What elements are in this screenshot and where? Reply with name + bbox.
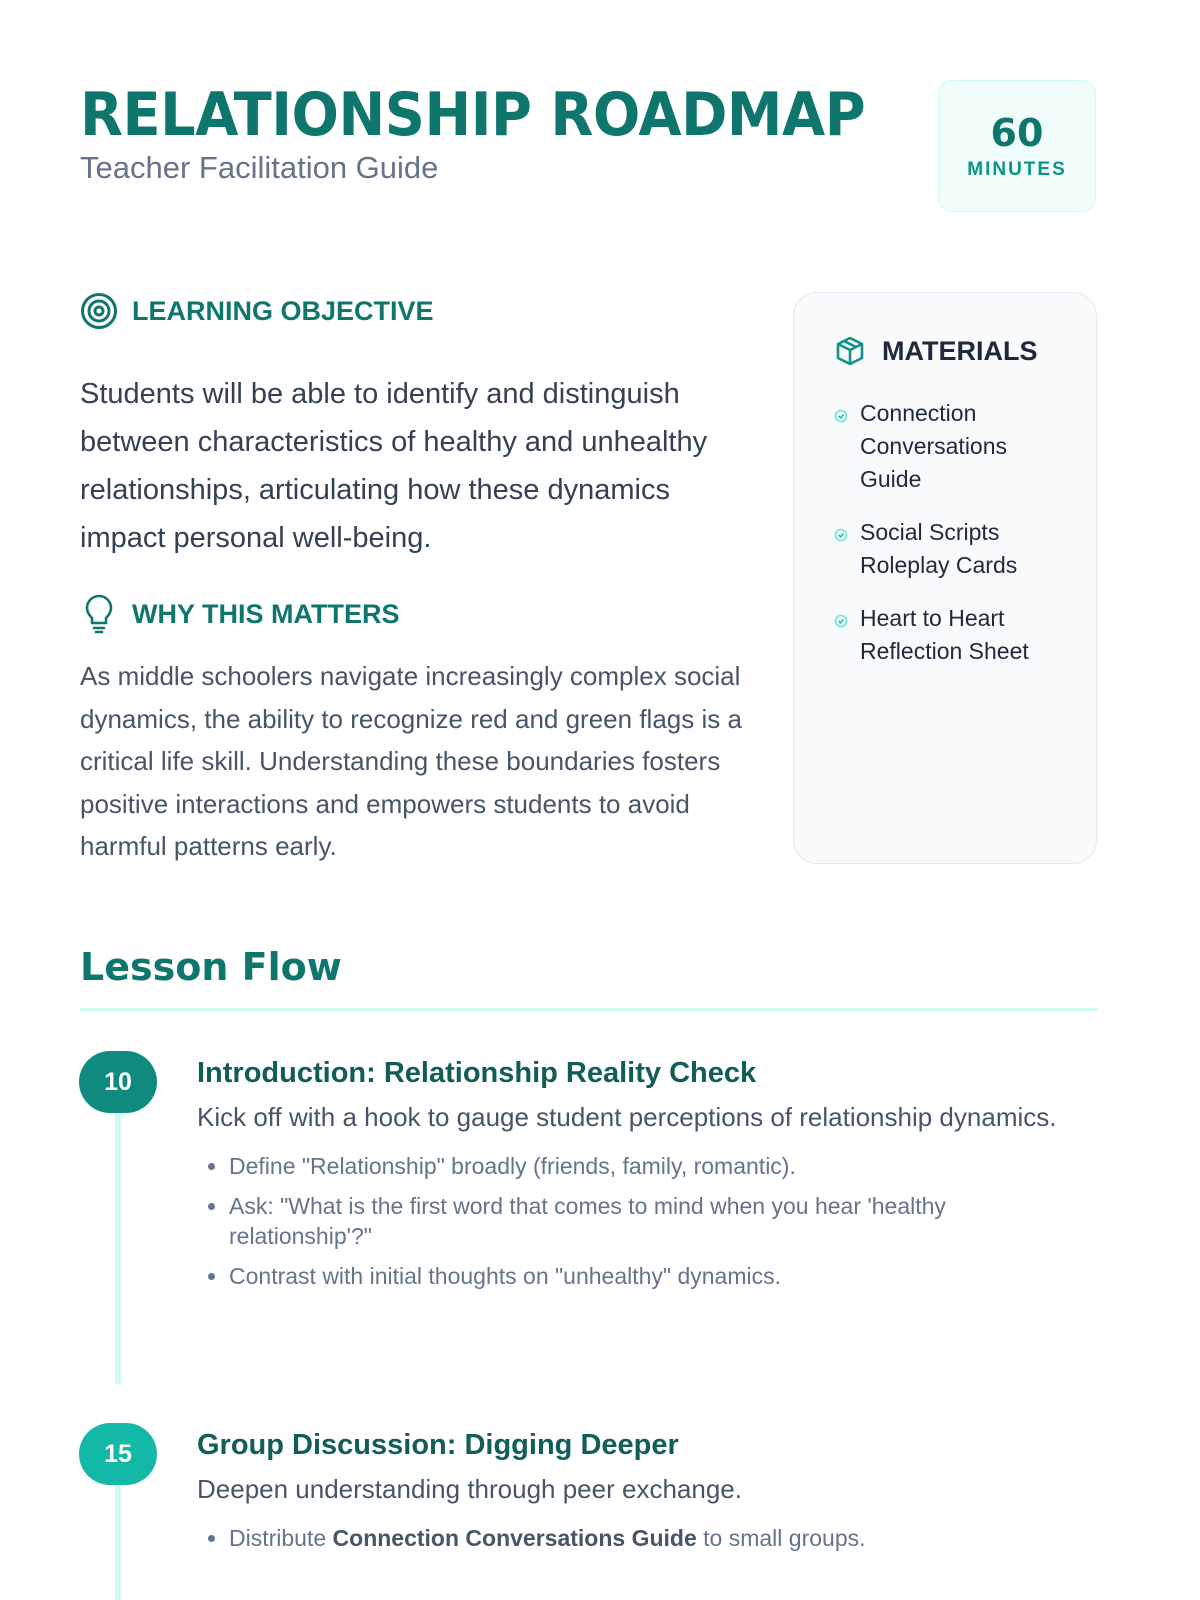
page-title: RELATIONSHIP ROADMAP [80, 80, 866, 150]
step-bullet: Contrast with initial thoughts on "unhea… [229, 1261, 1077, 1291]
step-bullets: Distribute Connection Conversations Guid… [197, 1523, 1077, 1553]
step-title: Group Discussion: Digging Deeper [197, 1429, 679, 1461]
step-title: Introduction: Relationship Reality Check [197, 1057, 757, 1089]
page-subtitle: Teacher Facilitation Guide [80, 150, 439, 185]
step-description: Deepen understanding through peer exchan… [197, 1474, 742, 1504]
objective-heading-label: LEARNING OBJECTIVE [132, 295, 434, 326]
step-bullet: Ask: "What is the first word that comes … [229, 1191, 1077, 1251]
material-label: Connection Conversations Guide [860, 400, 1008, 492]
material-label: Heart to Heart Reflection Sheet [860, 605, 1029, 664]
package-icon [836, 336, 864, 366]
why-text: As middle schoolers navigate increasingl… [80, 661, 742, 861]
duration-unit: MINUTES [967, 159, 1067, 180]
materials-heading: MATERIALS [834, 335, 1038, 367]
divider [80, 1008, 1098, 1011]
check-circle-icon [834, 614, 848, 628]
materials-heading-label: MATERIALS [882, 335, 1038, 366]
timeline-line [115, 1470, 121, 1600]
lesson-flow-heading: Lesson Flow [80, 945, 342, 989]
materials-list: Connection Conversations Guide Social Sc… [834, 397, 1074, 688]
material-item: Social Scripts Roleplay Cards [834, 516, 1074, 582]
check-circle-icon [834, 409, 848, 423]
step-minutes-badge: 15 [79, 1423, 157, 1485]
material-label: Social Scripts Roleplay Cards [860, 519, 1018, 578]
timeline-line [115, 1100, 121, 1384]
lesson-step: Group Discussion: Digging Deeper Deepen … [197, 1427, 1077, 1563]
step-description: Kick off with a hook to gauge student pe… [197, 1102, 1057, 1132]
duration-value: 60 [990, 111, 1044, 155]
step-bullets: Define "Relationship" broadly (friends, … [197, 1151, 1077, 1291]
material-item: Heart to Heart Reflection Sheet [834, 602, 1074, 668]
step-bullet: Distribute Connection Conversations Guid… [229, 1523, 1077, 1553]
objective-heading: LEARNING OBJECTIVE [80, 292, 434, 330]
lightbulb-icon [85, 594, 113, 634]
bullet-text: to small groups. [696, 1525, 866, 1551]
material-reference: Connection Conversations Guide [332, 1525, 697, 1551]
target-icon [81, 293, 117, 329]
step-minutes-badge: 10 [79, 1051, 157, 1113]
why-heading-label: WHY THIS MATTERS [132, 598, 400, 629]
why-heading: WHY THIS MATTERS [80, 594, 400, 634]
materials-card: MATERIALS Connection Conversations Guide… [793, 292, 1097, 864]
duration-badge: 60 MINUTES [938, 80, 1096, 212]
check-circle-icon [834, 528, 848, 542]
lesson-step: Introduction: Relationship Reality Check… [197, 1055, 1077, 1301]
bullet-text: Distribute [229, 1525, 333, 1551]
step-bullet: Define "Relationship" broadly (friends, … [229, 1151, 1077, 1181]
objective-text: Students will be able to identify and di… [80, 378, 708, 554]
material-item: Connection Conversations Guide [834, 397, 1074, 496]
